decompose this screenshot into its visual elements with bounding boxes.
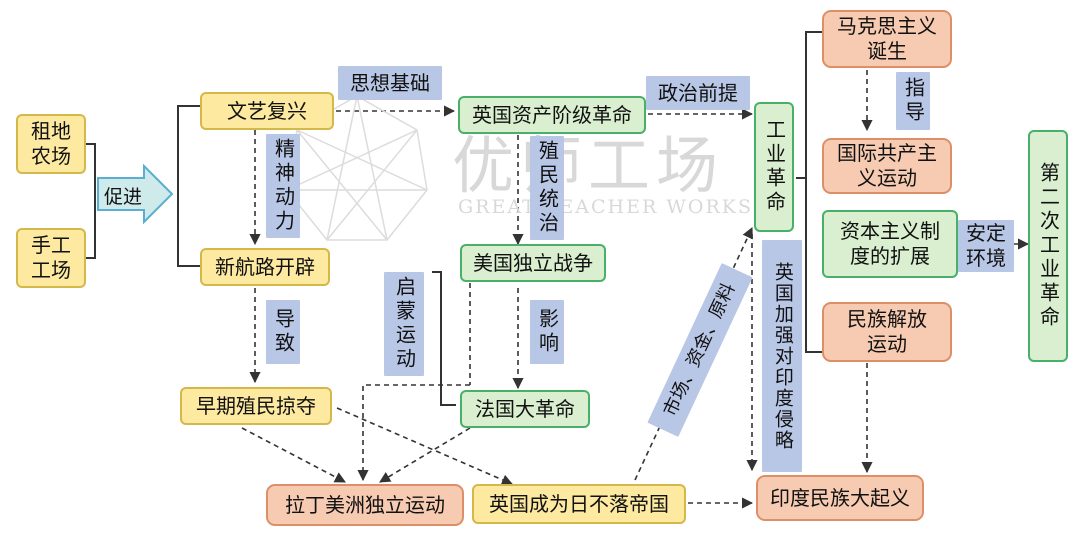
label-spiritual-motive: 精神动力 [266, 134, 300, 238]
node-early-colonial-plunder: 早期殖民掠夺 [180, 387, 332, 425]
label-ideological-basis: 思想基础 [338, 66, 442, 100]
label-guide: 指导 [896, 72, 930, 130]
watermark-subtext: GREAT TEACHER WORKS [458, 196, 753, 218]
node-handicraft-workshop: 手工 工场 [16, 228, 86, 288]
label-stable-environment: 安定 环境 [958, 220, 1014, 272]
label-influence: 影响 [530, 300, 564, 364]
arrow-colonial-to-british-empire [336, 407, 514, 486]
node-industrial-revolution: 工业革命 [754, 102, 794, 232]
bracket-left [85, 143, 96, 259]
label-political-premise: 政治前提 [646, 76, 750, 110]
node-british-empire: 英国成为日不落帝国 [472, 484, 686, 524]
arrow-american-to-latin [357, 384, 470, 482]
label-lead-to: 导致 [266, 300, 300, 364]
node-english-bourgeois-revolution: 英国资产阶级革命 [458, 96, 646, 134]
node-latin-american-independence: 拉丁美洲独立运动 [266, 484, 464, 526]
node-indian-national-uprising: 印度民族大起义 [756, 475, 924, 521]
node-new-sea-route: 新航路开辟 [200, 248, 330, 286]
label-promote: 促进 [104, 186, 143, 208]
node-national-liberation-movement: 民族解放 运动 [822, 302, 952, 362]
node-renaissance: 文艺复兴 [200, 92, 334, 130]
bracket-right [805, 31, 822, 353]
bracket-middle [177, 105, 200, 267]
promote-arrow-shape [97, 164, 174, 224]
node-birth-of-marxism: 马克思主义 诞生 [822, 10, 952, 68]
label-britain-invades-india: 英国加强对印度侵略 [762, 240, 802, 472]
node-international-communist-movement: 国际共产主 义运动 [822, 138, 952, 194]
label-colonial-rule: 殖民统治 [530, 136, 564, 240]
node-rented-farm: 租地 农场 [16, 114, 86, 174]
node-american-war-of-independence: 美国独立战争 [460, 244, 606, 282]
node-capitalism-expansion: 资本主义制 度的扩展 [822, 210, 958, 278]
watermark-text: 优师工场 [452, 129, 725, 202]
label-enlightenment: 启蒙运动 [384, 272, 424, 376]
arrow-french-to-latin [379, 427, 471, 483]
bracket-enlightenment [432, 271, 456, 406]
node-second-industrial-revolution: 第二次工业革命 [1028, 130, 1068, 362]
arrow-colonial-to-latin [241, 427, 346, 483]
node-french-revolution: 法国大革命 [460, 390, 590, 428]
